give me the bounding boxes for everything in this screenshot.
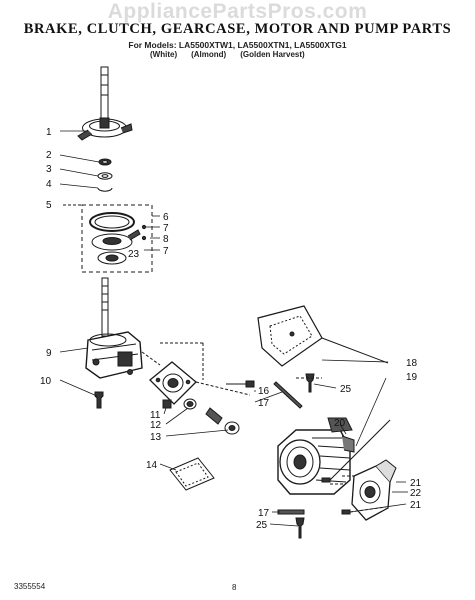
drive-motor (277, 417, 355, 495)
color-golden-harvest: (Golden Harvest) (240, 50, 305, 59)
callout-21: 21 (410, 478, 422, 489)
callout-22: 22 (410, 488, 422, 499)
color-almond: (Almond) (191, 50, 227, 59)
callout-17b: 17 (258, 508, 270, 519)
callout-9: 9 (46, 348, 52, 359)
callout-25: 25 (340, 384, 352, 395)
callout-7b: 7 (163, 246, 169, 257)
callout-19: 19 (406, 372, 418, 383)
callout-17: 17 (258, 398, 270, 409)
watermark: AppliancePartsPros.com (107, 0, 368, 23)
gearcase (85, 331, 161, 379)
callout-20: 20 (334, 418, 346, 429)
leader-lines (59, 130, 408, 527)
drive-shaft (101, 277, 109, 337)
page-title: BRAKE, CLUTCH, GEARCASE, MOTOR AND PUMP … (23, 21, 452, 37)
callout-13: 13 (150, 432, 162, 443)
coupling-parts (162, 398, 240, 435)
document-number: 3355554 (14, 582, 46, 591)
callout-6: 6 (163, 212, 169, 223)
model-list: For Models: LA5500XTW1, LA5500XTN1, LA55… (128, 40, 347, 50)
callout-1: 1 (46, 127, 52, 138)
motor-mount-pad (169, 457, 215, 491)
callout-21b: 21 (410, 500, 422, 511)
color-list: (White) (Almond) (Golden Harvest) (150, 50, 380, 59)
callout-2: 2 (46, 150, 52, 161)
washer-stack (97, 158, 113, 192)
callout-23: 23 (128, 249, 140, 260)
brake-shaft-assembly (77, 66, 133, 141)
motor-hardware-bottom (277, 509, 305, 539)
page-number: 8 (232, 583, 237, 592)
gearcase-bolt (94, 391, 104, 409)
assembly-bracket (160, 342, 391, 481)
callout-7: 7 (163, 223, 169, 234)
callout-labels: 1 2 3 4 5 6 7 8 23 7 9 10 11 12 13 14 16… (40, 127, 422, 531)
callout-16: 16 (258, 386, 270, 397)
callout-3: 3 (46, 164, 52, 175)
callout-18: 18 (406, 358, 418, 369)
callout-14: 14 (146, 460, 158, 471)
callout-11: 11 (150, 410, 161, 421)
callout-10: 10 (40, 376, 52, 387)
motor-hardware-top (226, 373, 322, 409)
callout-5: 5 (46, 200, 52, 211)
callout-12: 12 (150, 420, 162, 431)
pump-bracket (149, 361, 251, 405)
clutch-kit-box (63, 204, 153, 273)
callout-8: 8 (163, 234, 169, 245)
callout-25b: 25 (256, 520, 268, 531)
callout-4: 4 (46, 179, 52, 190)
motor-cover-gasket (257, 305, 389, 367)
color-white: (White) (150, 50, 178, 59)
